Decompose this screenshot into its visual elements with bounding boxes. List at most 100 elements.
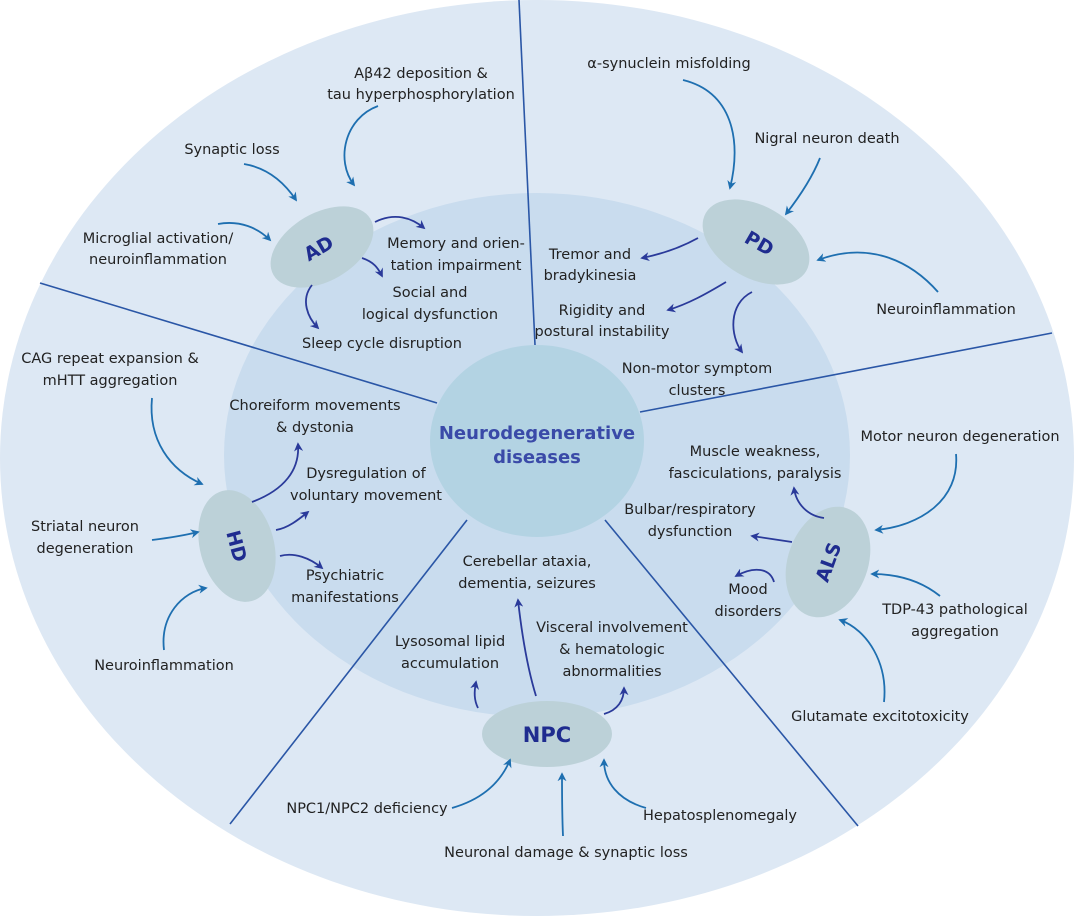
arrow-npc-to-cerebellar [514,598,537,697]
svg-text:& dystonia: & dystonia [276,420,354,436]
hd-node: HD [198,490,276,602]
svg-text:Psychiatric: Psychiatric [306,568,384,584]
npc-effect-visceral: Visceral involvement & hematologic abnor… [536,620,688,680]
svg-text:Muscle weakness,: Muscle weakness, [690,444,821,460]
svg-text:manifestations: manifestations [291,590,399,606]
pd-effect-rigidity: Rigidity and postural instability [535,303,670,340]
svg-text:Cerebellar ataxia,: Cerebellar ataxia, [463,554,592,570]
als-effect-mood: Mood disorders [714,582,781,620]
svg-text:tau hyperphosphorylation: tau hyperphosphorylation [327,87,515,103]
svg-text:clusters: clusters [669,383,726,399]
svg-text:Motor neuron degeneration: Motor neuron degeneration [860,429,1059,445]
divider-npc-hd [229,519,468,825]
arrow-hd-to-dysreg [275,510,310,531]
hd-cause-cag: CAG repeat expansion & mHTT aggregation [21,351,199,389]
arrow-cag-to-hd [150,397,204,486]
svg-text:Dysregulation of: Dysregulation of [306,466,426,482]
svg-text:dementia, seizures: dementia, seizures [458,576,596,592]
svg-text:bradykinesia: bradykinesia [544,268,637,284]
svg-text:Bulbar/respiratory: Bulbar/respiratory [624,502,756,518]
npc-effect-cerebellar: Cerebellar ataxia, dementia, seizures [458,554,596,592]
arrow-pd-to-tremor [640,237,699,261]
als-effect-weakness: Muscle weakness, fasciculations, paralys… [669,444,842,482]
arrow-synuclein-to-pd [682,79,737,190]
arrow-npc-to-lysosomal [470,680,480,709]
arrow-abeta-to-ad [343,105,379,187]
arrow-pd-to-nonmotor [732,291,753,354]
svg-text:TDP-43 pathological: TDP-43 pathological [881,602,1028,618]
svg-text:Rigidity and: Rigidity and [559,303,646,319]
ad-cause-synaptic: Synaptic loss [184,142,279,158]
pd-effect-tremor: Tremor and bradykinesia [544,247,637,284]
npc-cause-neuronal: Neuronal damage & synaptic loss [444,845,688,861]
svg-text:Neuronal damage & synaptic los: Neuronal damage & synaptic loss [444,845,688,861]
arrow-als-to-mood [734,568,775,583]
svg-text:disorders: disorders [714,604,781,620]
arrow-neuronal-to-npc [557,772,567,837]
ad-cause-abeta: Aβ42 deposition & tau hyperphosphorylati… [327,66,515,103]
svg-text:Sleep cycle disruption: Sleep cycle disruption [302,336,462,352]
als-effect-bulbar: Bulbar/respiratory dysfunction [624,502,756,540]
arrow-glutamate-to-als [838,618,886,703]
hd-cause-neuroinfl: Neuroinflammation [94,658,234,674]
als-cause-glutamate: Glutamate excitotoxicity [791,709,969,725]
arrow-npc12-to-npc [451,758,512,809]
arrow-hd-to-chorea [251,442,304,503]
svg-text:& hematologic: & hematologic [559,642,665,658]
npc-effect-lysosomal: Lysosomal lipid accumulation [395,634,505,672]
svg-text:fasciculations, paralysis: fasciculations, paralysis [669,466,842,482]
svg-text:NPC: NPC [523,723,571,747]
ad-cause-microglial: Microglial activation/ neuroinflammation [83,231,234,268]
arrow-ad-to-memory [374,215,426,230]
arrow-tdp-to-als [870,569,941,597]
arrow-neuroinfl-to-hd [162,584,208,651]
ad-effect-social: Social and logical dysfunction [362,285,498,323]
pd-cause-neuroinfl: Neuroinflammation [876,302,1016,318]
svg-text:α-synuclein misfolding: α-synuclein misfolding [587,56,750,72]
svg-text:Choreiform movements: Choreiform movements [229,398,400,414]
svg-text:abnormalities: abnormalities [562,664,661,680]
center-label: Neurodegenerative [439,423,635,444]
ad-effect-sleep: Sleep cycle disruption [302,336,462,352]
als-cause-tdp: TDP-43 pathological aggregation [881,602,1028,640]
center-node [430,345,644,537]
divider-pd-als [639,332,1053,413]
svg-text:Neuroinflammation: Neuroinflammation [94,658,234,674]
svg-text:Hepatosplenomegaly: Hepatosplenomegaly [643,808,797,824]
npc-node: NPC [482,701,612,767]
pd-cause-nigral: Nigral neuron death [754,131,899,147]
svg-text:Tremor and: Tremor and [548,247,631,263]
arrow-pd-to-rigidity [666,281,727,313]
arrow-hepato-to-npc [599,758,647,809]
svg-text:Social and: Social and [393,285,468,301]
svg-text:logical dysfunction: logical dysfunction [362,307,498,323]
arrow-ad-to-social [361,257,383,278]
svg-text:NPC1/NPC2 deficiency: NPC1/NPC2 deficiency [286,801,448,817]
arrow-striatal-to-hd [151,529,200,541]
svg-text:Lysosomal lipid: Lysosomal lipid [395,634,505,650]
svg-text:postural instability: postural instability [535,324,670,340]
arrow-neuroinfl-to-pd [816,251,939,293]
svg-text:Microglial activation/: Microglial activation/ [83,231,234,247]
svg-text:Visceral involvement: Visceral involvement [536,620,688,636]
divider-hd-ad [39,282,438,404]
svg-text:degeneration: degeneration [37,541,134,557]
ad-node: AD [270,206,374,288]
arrow-microglial-to-ad [217,222,272,242]
hd-effect-psych: Psychiatric manifestations [291,568,399,606]
svg-text:neuroinflammation: neuroinflammation [89,252,227,268]
arrow-synaptic-to-ad [243,163,297,202]
npc-cause-hepato: Hepatosplenomegaly [643,808,797,824]
npc-cause-npc12: NPC1/NPC2 deficiency [286,801,448,817]
svg-text:mHTT aggregation: mHTT aggregation [43,373,178,389]
svg-text:Neuroinflammation: Neuroinflammation [876,302,1016,318]
arrow-motor-to-als [874,453,958,534]
ad-effect-memory: Memory and orien- tation impairment [387,236,525,274]
arrow-als-to-weakness [790,486,825,519]
svg-text:voluntary movement: voluntary movement [290,488,442,504]
svg-text:accumulation: accumulation [401,656,499,672]
svg-text:Memory and orien-: Memory and orien- [387,236,525,252]
svg-text:Aβ42 deposition &: Aβ42 deposition & [354,66,488,82]
svg-text:Nigral neuron death: Nigral neuron death [754,131,899,147]
